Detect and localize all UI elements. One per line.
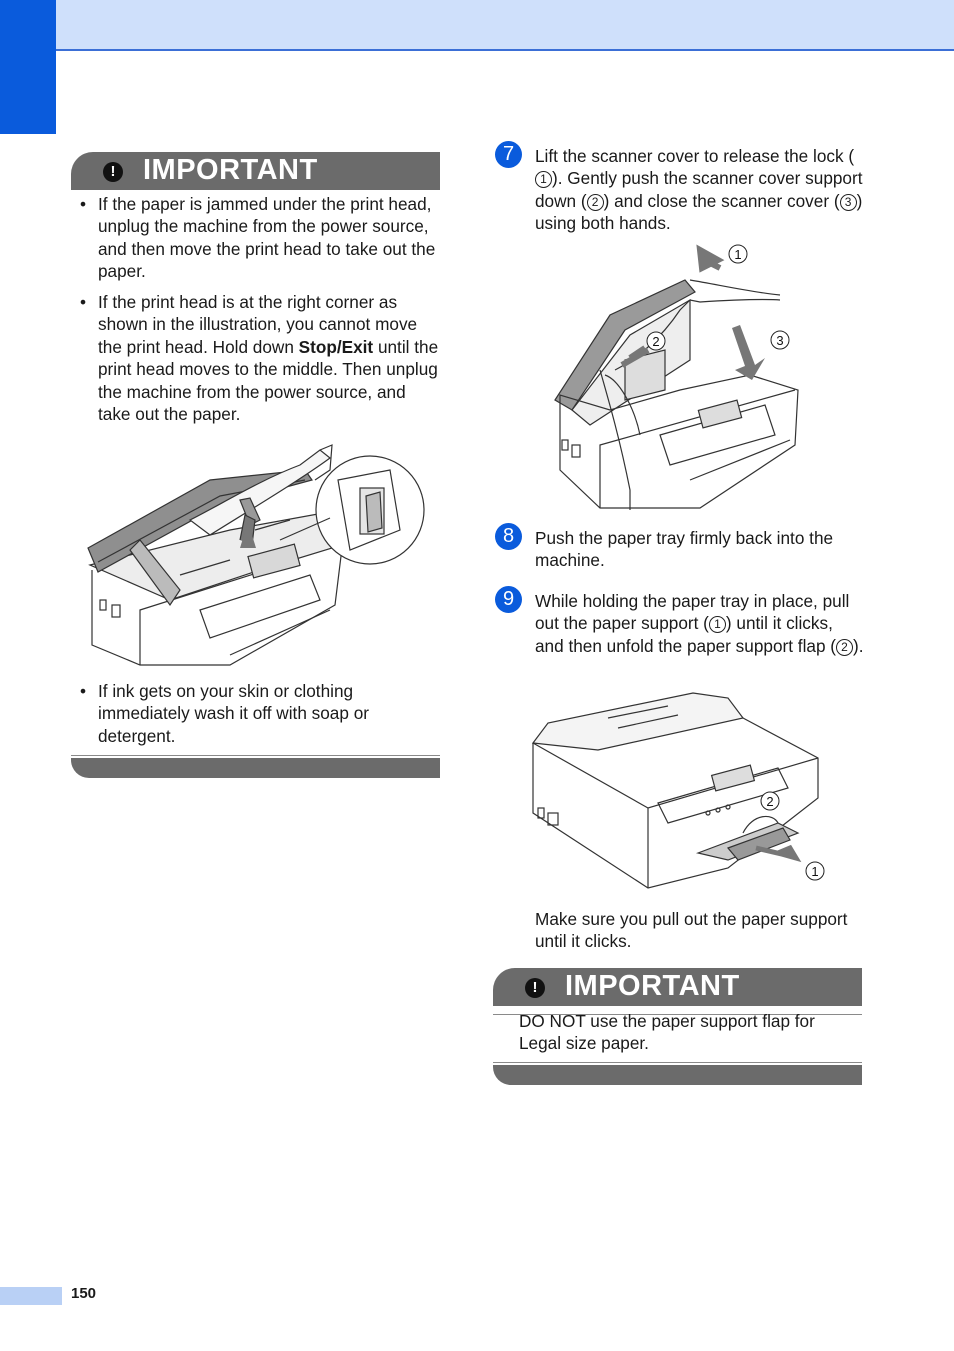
important-title: IMPORTANT xyxy=(565,970,740,1002)
bullet-text: If the print head is at the right corner… xyxy=(98,292,439,425)
bullet-text: If the paper is jammed under the print h… xyxy=(98,194,436,282)
warning-icon: ! xyxy=(103,162,123,182)
important-header: ! IMPORTANT xyxy=(493,968,862,1006)
step-number-badge: 9 xyxy=(495,586,522,613)
important-text: DO NOT use the paper support flap for Le… xyxy=(519,1011,815,1054)
figure-callout-2: 2 xyxy=(652,334,659,349)
page-header-band xyxy=(0,0,954,51)
stop-exit-key-label: Stop/Exit xyxy=(298,336,374,357)
step-7-text: Lift the scanner cover to release the lo… xyxy=(535,146,863,234)
callout-number: 1 xyxy=(535,171,552,189)
figure-callout-1: 1 xyxy=(734,247,741,262)
page-number: 150 xyxy=(71,1285,97,1302)
figure-callout-3: 3 xyxy=(776,333,783,348)
important-divider xyxy=(493,1062,862,1063)
step-8-text: Push the paper tray firmly back into the… xyxy=(535,528,834,571)
figure-callout-1: 1 xyxy=(811,864,818,879)
printer-print-head-illustration xyxy=(87,444,425,666)
important-title: IMPORTANT xyxy=(143,154,318,186)
bullet-text: If ink gets on your skin or clothing imm… xyxy=(98,681,369,746)
figure-callout-2: 2 xyxy=(766,794,773,809)
important-header: ! IMPORTANT xyxy=(71,152,440,190)
step-number-badge: 8 xyxy=(495,523,522,550)
callout-number: 2 xyxy=(586,193,604,211)
step-9-text: While holding the paper tray in place, p… xyxy=(535,591,864,656)
important-footer-bar xyxy=(493,1065,862,1085)
important-divider xyxy=(71,755,440,756)
footer-band xyxy=(0,1287,62,1305)
callout-number: 3 xyxy=(839,193,857,211)
warning-icon: ! xyxy=(525,978,545,998)
important-footer-bar xyxy=(71,758,440,778)
important-divider xyxy=(493,1014,862,1015)
scanner-cover-illustration: 1 2 3 xyxy=(554,244,799,510)
step-number-badge: 7 xyxy=(495,141,522,168)
paper-support-illustration: 2 1 xyxy=(531,692,825,889)
callout-number: 1 xyxy=(708,616,726,634)
chapter-tab xyxy=(0,0,56,134)
step-9-note: Make sure you pull out the paper support… xyxy=(535,909,848,952)
callout-number: 2 xyxy=(836,638,853,656)
